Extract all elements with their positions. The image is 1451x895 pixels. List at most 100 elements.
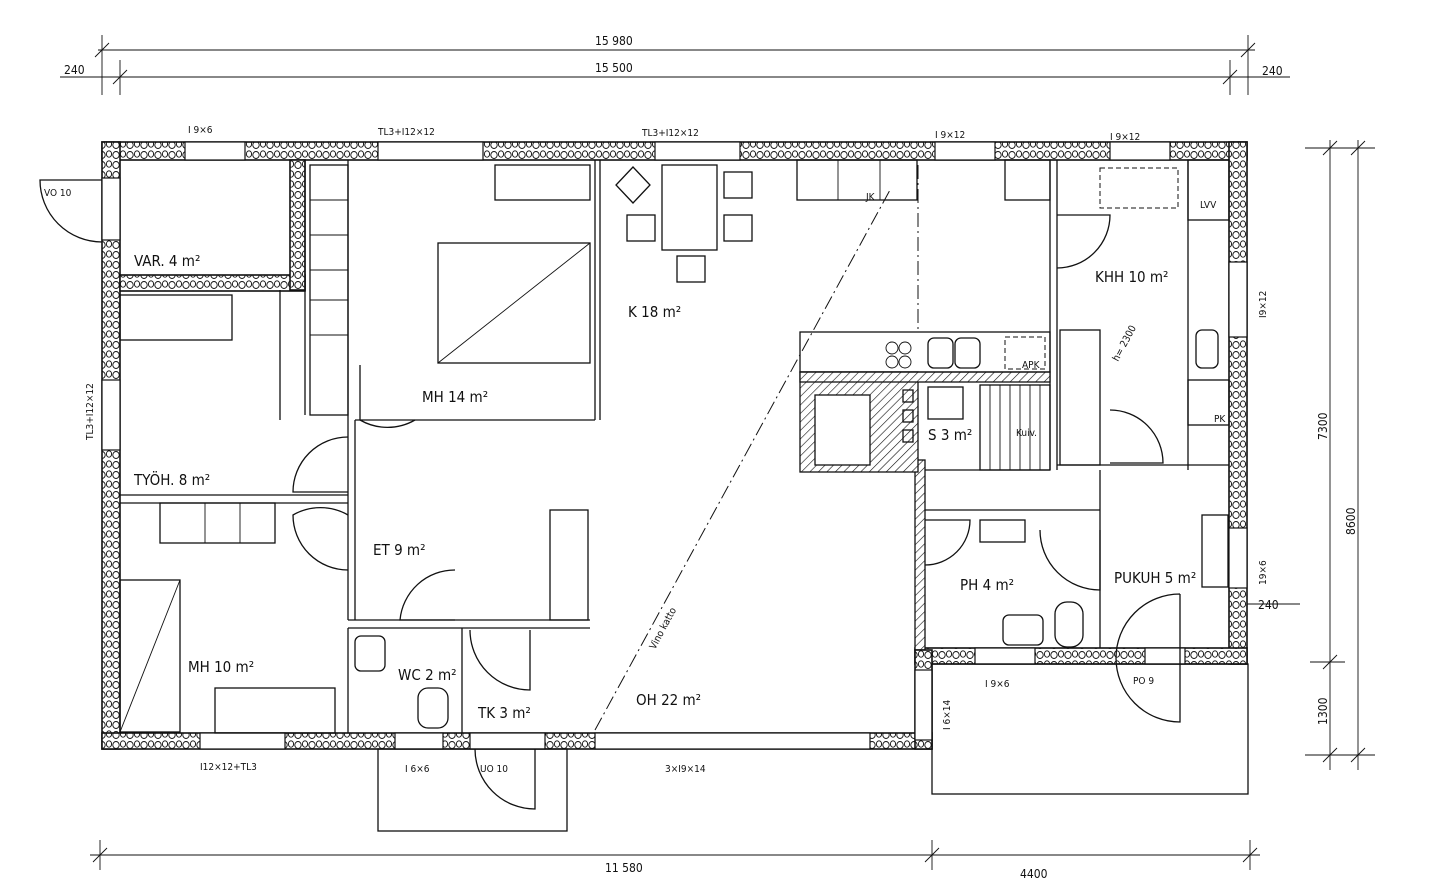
dimension-lines [60, 35, 1375, 870]
plan-line [1201, 514, 1229, 588]
plan-line [92, 847, 108, 863]
window-label: I 9×6 [985, 679, 1010, 690]
plan-line [979, 384, 1051, 471]
dim-depth-main: 7300 [1316, 412, 1330, 440]
dim-bottom-left: 11 580 [605, 861, 643, 875]
plan-line [615, 166, 651, 204]
plan-line [1144, 647, 1186, 665]
window-label: I 6×6 [405, 764, 430, 775]
door-ph[interactable] [924, 519, 971, 566]
room-pukuh: PUKUH 5 m² [1114, 569, 1196, 587]
plan-line [885, 341, 899, 355]
apk-label: APK [1022, 360, 1041, 371]
plan-line [902, 429, 914, 443]
dim-overall-width: 15 980 [595, 34, 633, 48]
plan-line [1195, 329, 1219, 369]
window-label: TL3+I12×12 [641, 128, 699, 139]
plan-line [1350, 747, 1366, 763]
door-mh14[interactable] [359, 365, 416, 429]
plan-line [1187, 159, 1230, 221]
dim-depth-total: 8600 [1344, 507, 1358, 535]
plan-line [1322, 140, 1338, 156]
door-var[interactable] [39, 179, 103, 243]
plan-line [1350, 140, 1366, 156]
plan-line [417, 687, 449, 729]
dim-wall-thickness: 240 [1258, 598, 1279, 612]
plan-line [437, 242, 591, 364]
plan-line [101, 177, 121, 241]
plan-line [354, 635, 386, 672]
plan-line [654, 141, 741, 161]
room-oh: OH 22 m² [636, 691, 701, 709]
plan-line [676, 255, 706, 283]
door-wc[interactable] [399, 569, 456, 621]
dim-inner-width: 15 500 [595, 61, 633, 75]
jk-label: JK [865, 192, 876, 203]
sloped-ceiling-line [594, 189, 891, 731]
plan-line [112, 69, 128, 85]
door-ph-pukuh[interactable] [1039, 529, 1101, 591]
furniture [119, 159, 1249, 832]
room-mh10: MH 10 m² [188, 658, 254, 676]
plan-line [1228, 261, 1248, 338]
plan-line [799, 331, 1051, 373]
plan-line [1004, 159, 1051, 201]
plan-line [661, 164, 718, 251]
plan-line [898, 341, 912, 355]
window-label: 3×I9×14 [665, 764, 706, 775]
plan-line [799, 371, 1051, 383]
door-khh[interactable] [1056, 214, 1111, 269]
plan-line [119, 294, 233, 341]
plan-line [1242, 847, 1258, 863]
plan-line [549, 509, 589, 621]
plan-line [902, 389, 914, 403]
room-wc: WC 2 m² [398, 666, 457, 684]
room-tk: TK 3 m² [477, 704, 531, 722]
plan-line [101, 379, 121, 451]
plan-line [199, 732, 286, 750]
door-label: PO 9 [1133, 676, 1154, 687]
plan-line [119, 579, 181, 733]
window-label: I9×12 [1258, 291, 1269, 318]
room-k: K 18 m² [628, 303, 681, 321]
door-mh10[interactable] [292, 506, 349, 571]
exterior-walls [101, 141, 1248, 750]
plan-line [814, 394, 871, 466]
room-khh: KHH 10 m² [1095, 268, 1168, 286]
door-main[interactable] [474, 748, 536, 810]
plan-line [723, 171, 753, 199]
window-label: I 9×6 [188, 125, 213, 136]
plan-line [914, 647, 1248, 665]
plan-line [159, 502, 276, 544]
plan-line [1099, 167, 1179, 209]
plan-line [898, 355, 912, 369]
door-tyoh[interactable] [292, 436, 349, 493]
plan-line [885, 355, 899, 369]
plan-line [914, 459, 926, 651]
plan-line [723, 214, 753, 242]
room-tyoh: TYÖH. 8 m² [133, 470, 210, 489]
plan-line [594, 732, 871, 750]
door-rear[interactable] [1115, 593, 1181, 723]
plan-line [1054, 601, 1084, 648]
pk-label: PK [1214, 414, 1226, 425]
door-tk[interactable] [469, 629, 531, 691]
plan-line [184, 141, 246, 161]
window-label: TL3+I12×12 [85, 383, 96, 441]
plan-line [924, 847, 940, 863]
plan-line [309, 164, 349, 416]
dim-bottom-right: 4400 [1020, 867, 1048, 881]
plan-line [927, 386, 964, 420]
plan-line [469, 732, 546, 750]
door-label: VO 10 [44, 188, 72, 199]
plan-line [1187, 379, 1230, 426]
window-label: 19×6 [1258, 560, 1269, 585]
plan-line [979, 519, 1026, 543]
height-label: h= 2300 [1111, 324, 1139, 364]
plan-line [437, 242, 591, 364]
plan-line [119, 579, 181, 733]
plan-line [914, 669, 933, 741]
door-pukuh-khh[interactable] [1109, 409, 1164, 464]
room-s: S 3 m² [928, 426, 972, 444]
plan-line [1109, 141, 1171, 161]
